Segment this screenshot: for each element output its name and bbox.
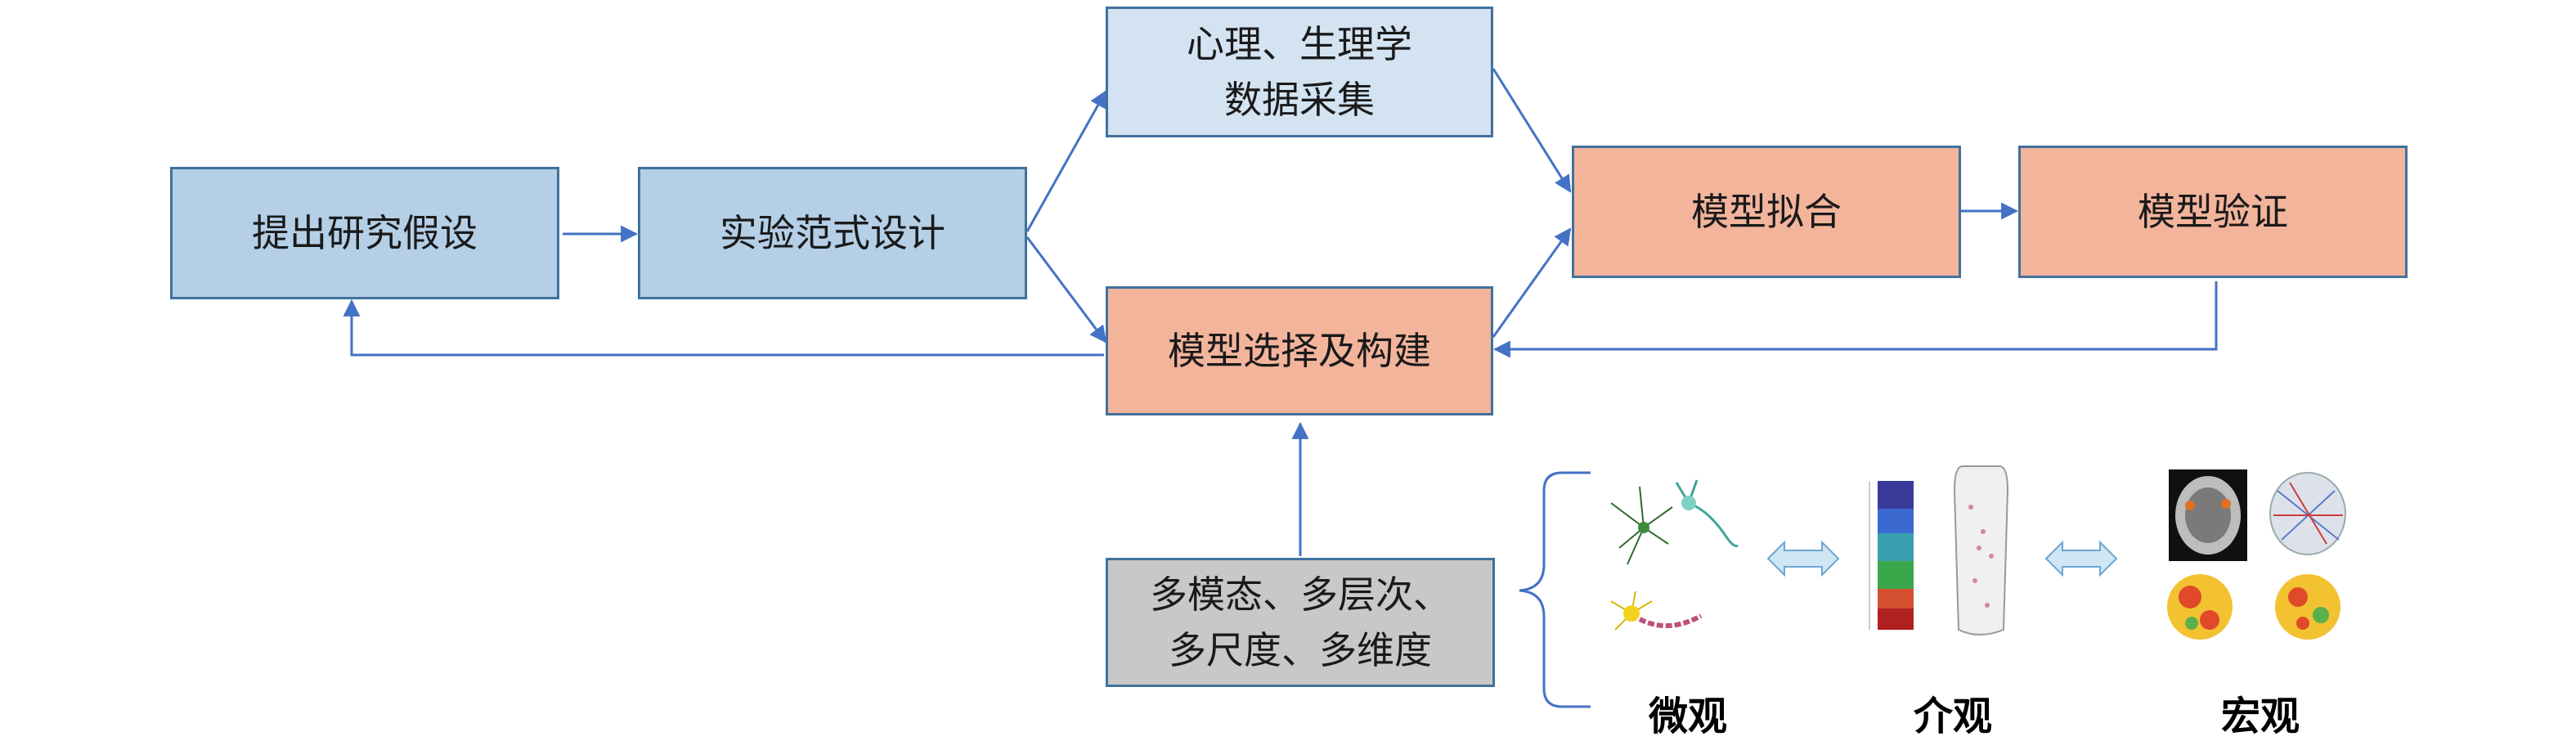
multi-label: 多模态、多层次、 多尺度、多维度 (1150, 573, 1451, 672)
box-paradigm-design: 实验范式设计 (638, 167, 1027, 299)
box-research-hypothesis: 提出研究假设 (170, 167, 559, 299)
collection-label: 心理、生理学 数据采集 (1187, 22, 1412, 122)
double-arrow-icon (1766, 540, 1840, 577)
arrow-paradigm-to-collection (1025, 90, 1107, 232)
scale-label-micro: 微观 (1649, 694, 1728, 739)
box-data-collection: 心理、生理学 数据采集 (1106, 7, 1493, 137)
validation-label: 模型验证 (2138, 190, 2288, 234)
scale-label-macro: 宏观 (2221, 694, 2300, 739)
fitting-label: 模型拟合 (1691, 190, 1842, 234)
double-arrow-icon (2044, 540, 2118, 577)
eeg-topomap-icon (2167, 574, 2340, 640)
arrow-paradigm-to-selection (1025, 236, 1107, 344)
arrow-selection-to-hypothesis (343, 299, 1104, 357)
neuron-icon (1610, 479, 1739, 631)
box-model-validation: 模型验证 (2018, 146, 2408, 278)
selection-label: 模型选择及构建 (1168, 329, 1431, 373)
arrow-collection-to-fitting (1492, 68, 1572, 193)
scale-label-meso: 介观 (1914, 694, 1993, 739)
brain-mri-icon (2167, 469, 2346, 640)
cortical-column-icon (1869, 465, 2009, 635)
box-model-fitting: 模型拟合 (1572, 146, 1961, 278)
hypothesis-label: 提出研究假设 (252, 211, 478, 255)
arrow-validation-to-selection (1492, 281, 2218, 358)
arrow-selection-to-fitting (1492, 227, 1572, 338)
scale-brace (1519, 471, 1591, 708)
box-model-selection: 模型选择及构建 (1106, 286, 1493, 415)
box-multi-modal: 多模态、多层次、 多尺度、多维度 (1106, 558, 1495, 687)
paradigm-label: 实验范式设计 (720, 211, 945, 255)
